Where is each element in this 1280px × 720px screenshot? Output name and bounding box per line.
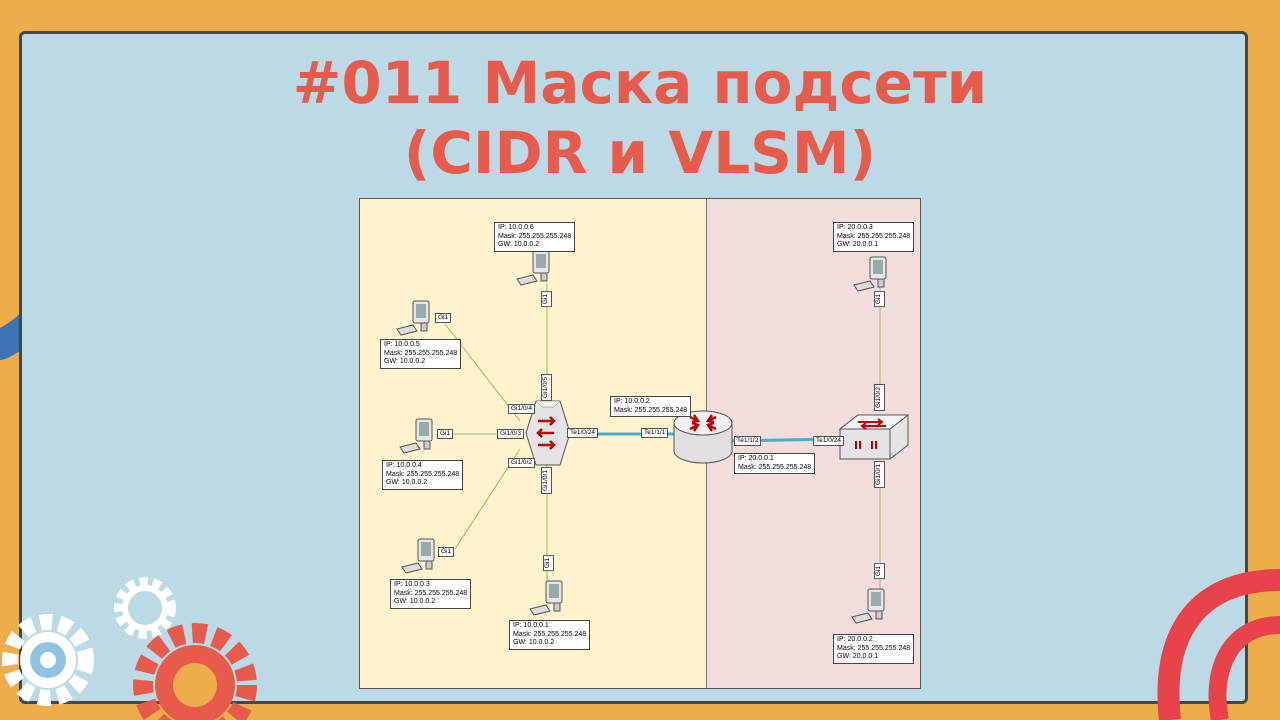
gw-text: GW: 10.0.0.2 [498, 241, 540, 248]
mask-text: Mask: 255.255.255.248 [386, 470, 460, 478]
ip-text: IP: 10.0.0.4 [386, 462, 422, 469]
host-info-right-bottom: IP: 20.0.0.2 Mask: 255.255.255.248 GW: 2… [833, 634, 915, 664]
router-port-label: Te1/1/1 [641, 428, 669, 438]
switch-port-label: Gi1/0/2 [508, 458, 535, 468]
router-port-label: Te1/1/2 [734, 436, 762, 446]
computer-icon [851, 588, 885, 624]
mask-text: Mask: 255.255.255.248 [513, 630, 587, 638]
ip-text: IP: 10.0.0.3 [394, 581, 430, 588]
gear-icon [2, 577, 257, 720]
ip-text: IP: 10.0.0.2 [614, 398, 650, 405]
gw-text: GW: 10.0.0.2 [384, 358, 426, 365]
router-info-right: IP: 20.0.0.1 Mask: 255.255.255.248 [734, 453, 816, 474]
switch-port-label: Gi1/0/2 [874, 384, 885, 411]
computer-icon [516, 250, 550, 286]
host-info-right-top: IP: 20.0.0.3 Mask: 255.255.255.248 GW: 2… [833, 222, 915, 252]
switch-port-label: Gi1/0/5 [541, 374, 552, 401]
ip-text: IP: 20.0.0.3 [837, 224, 873, 231]
network-diagram: IP: 10.0.0.6 Mask: 255.255.255.248 GW: 1… [359, 198, 921, 689]
ip-text: IP: 20.0.0.1 [738, 455, 774, 462]
host-info-top: IP: 10.0.0.6 Mask: 255.255.255.248 GW: 1… [494, 222, 576, 252]
switch-port-label: Gi1/0/1 [874, 461, 885, 488]
computer-icon [529, 580, 563, 616]
port-label: Gi1 [874, 291, 885, 308]
mask-text: Mask: 255.255.255.248 [394, 589, 468, 597]
router-info-left: IP: 10.0.0.2 Mask: 255.255.255.248 [610, 396, 692, 417]
computer-icon [853, 256, 887, 292]
ip-text: IP: 10.0.0.5 [384, 341, 420, 348]
mask-text: Mask: 255.255.255.248 [837, 232, 911, 240]
switch-port-label: Gi1/0/3 [497, 429, 524, 439]
host-info-mid-left: IP: 10.0.0.4 Mask: 255.255.255.248 GW: 1… [382, 460, 464, 490]
port-label: Gi1 [437, 429, 454, 439]
multilayer-switch-icon [525, 400, 571, 466]
switch-port-label: Te1/0/24 [567, 428, 598, 438]
title-line-2: (CIDR и VLSM) [403, 119, 877, 187]
gw-text: GW: 10.0.0.2 [386, 479, 428, 486]
mask-text: Mask: 255.255.255.248 [614, 406, 688, 414]
router-icon [673, 410, 733, 464]
port-label: Gi1 [435, 313, 452, 323]
host-info-upper-left: IP: 10.0.0.5 Mask: 255.255.255.248 GW: 1… [380, 339, 462, 369]
gw-text: GW: 10.0.0.2 [513, 639, 555, 646]
host-info-lower-left: IP: 10.0.0.3 Mask: 255.255.255.248 GW: 1… [390, 579, 472, 609]
port-label: Gi1 [541, 291, 552, 308]
mask-text: Mask: 255.255.255.248 [384, 349, 458, 357]
switch-port-label: Gi1/0/1 [541, 467, 552, 494]
gw-text: GW: 20.0.0.1 [837, 653, 879, 660]
title-line-1: #011 Маска подсети [292, 49, 988, 117]
gw-text: GW: 20.0.0.1 [837, 241, 879, 248]
port-label: Gi1 [543, 555, 554, 572]
switch-port-label: Gi1/0/4 [508, 404, 535, 414]
gw-text: GW: 10.0.0.2 [394, 598, 436, 605]
ip-text: IP: 10.0.0.1 [513, 622, 549, 629]
switch-icon [838, 414, 910, 460]
switch-port-label: Te1/0/24 [813, 436, 844, 446]
mask-text: Mask: 255.255.255.248 [738, 463, 812, 471]
computer-icon [399, 418, 433, 454]
ip-text: IP: 10.0.0.6 [498, 224, 534, 231]
host-info-bottom: IP: 10.0.0.1 Mask: 255.255.255.248 GW: 1… [509, 620, 591, 650]
computer-icon [401, 538, 435, 574]
ip-text: IP: 20.0.0.2 [837, 636, 873, 643]
mask-text: Mask: 255.255.255.248 [837, 644, 911, 652]
port-label: Gi1 [874, 563, 885, 580]
port-label: Gi1 [438, 547, 455, 557]
mask-text: Mask: 255.255.255.248 [498, 232, 572, 240]
computer-icon [396, 300, 430, 336]
curve-decoration [1157, 569, 1280, 720]
